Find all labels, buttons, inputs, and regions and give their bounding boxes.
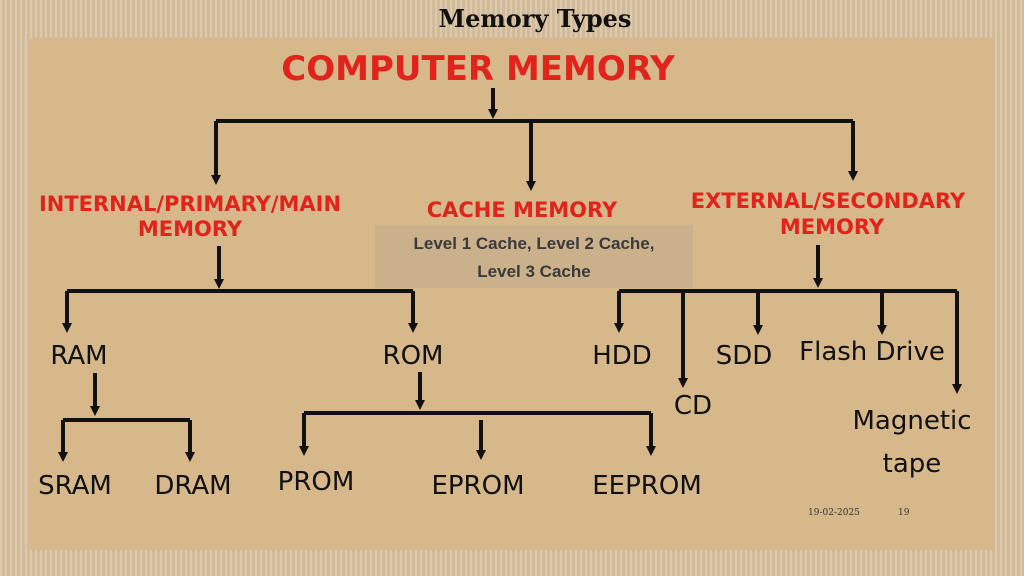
dram-label: DRAM [154,471,231,501]
flash-drive-label: Flash Drive [799,337,945,367]
eprom-label: EPROM [431,471,524,501]
external-label-line1: EXTERNAL/SECONDARY [691,189,966,213]
magnetic-tape-label-line2: tape [883,449,942,479]
rom-label: ROM [383,341,444,371]
internal-label-line1: INTERNAL/PRIMARY/MAIN [39,192,341,216]
cache-levels-text: Level 1 Cache, Level 2 Cache, Level 3 Ca… [375,230,693,286]
sram-label: SRAM [38,471,112,501]
root-label: COMPUTER MEMORY [281,49,675,89]
cd-label: CD [674,391,712,421]
cache-levels-line2: Level 3 Cache [477,262,591,281]
prom-label: PROM [278,467,355,497]
slide-page-number: 19 [898,508,910,518]
eeprom-label: EEPROM [592,471,702,501]
diagram-panel [30,38,994,550]
hdd-label: HDD [592,341,652,371]
cache-levels-box [375,225,693,288]
slide-date: 19-02-2025 [808,508,860,518]
internal-label-line2: MEMORY [138,217,243,241]
magnetic-tape-label-line1: Magnetic [852,406,971,436]
ram-label: RAM [50,341,107,371]
external-label-line2: MEMORY [780,215,885,239]
cache-label: CACHE MEMORY [427,198,618,222]
slide-title: Memory Types [438,4,632,33]
cache-levels-line1: Level 1 Cache, Level 2 Cache, [413,234,655,253]
sdd-label: SDD [716,341,773,371]
